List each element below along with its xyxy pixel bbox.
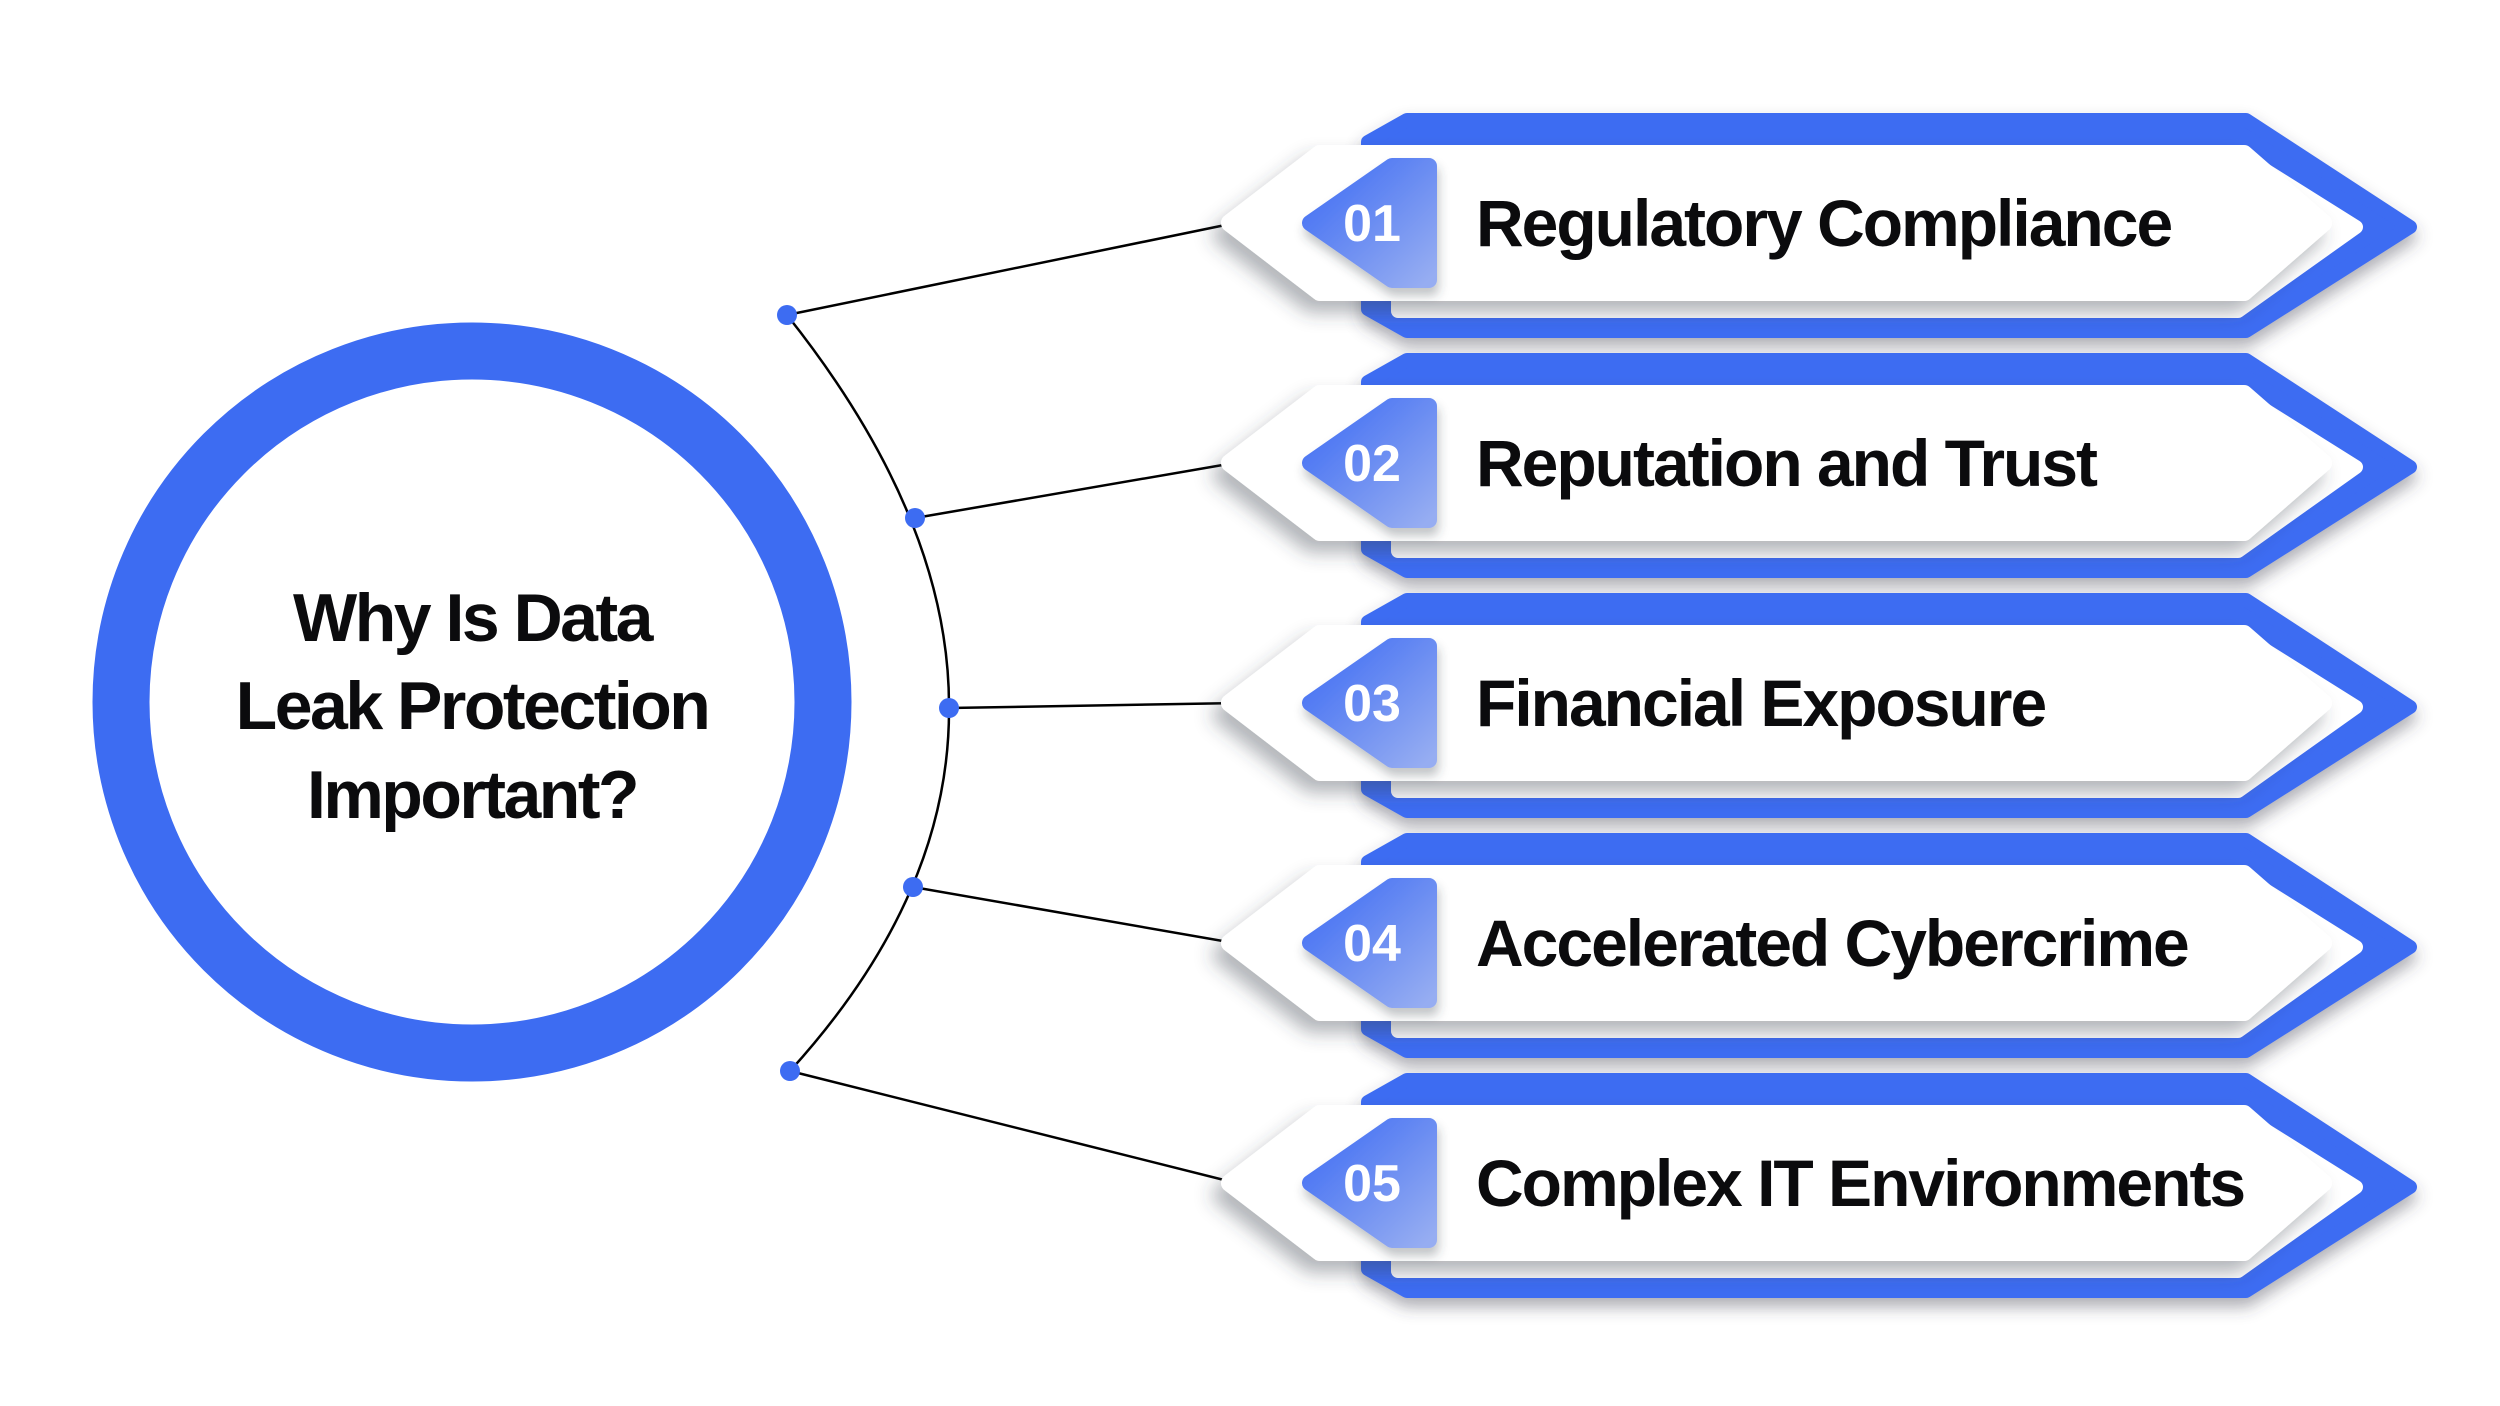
banner-number: 02 (1343, 435, 1401, 493)
banner-label: Regulatory Compliance (1476, 186, 2171, 260)
connector-line-1 (786, 220, 1241, 317)
banner-item-4: 04 Accelerated Cybercrime (1230, 840, 2410, 1051)
banner-label: Complex IT Environments (1476, 1146, 2244, 1220)
central-topic-ring (92, 322, 852, 1082)
banner-number: 05 (1343, 1155, 1401, 1213)
banner-label: Reputation and Trust (1476, 426, 2098, 500)
central-topic: Why Is Data Leak Protection Important? (92, 322, 852, 1082)
connector-line-5 (789, 1069, 1241, 1186)
connector-line-3 (948, 701, 1241, 710)
banner-number: 03 (1343, 675, 1401, 733)
banner-item-5: 05 Complex IT Environments (1230, 1080, 2410, 1291)
connector-line-2 (914, 460, 1241, 520)
connector-dots (777, 305, 959, 1081)
connector-dot-3 (939, 698, 959, 718)
connector-line-4 (912, 885, 1241, 946)
banner-label: Financial Exposure (1476, 666, 2045, 740)
connector-dot-4 (903, 877, 923, 897)
banner-label: Accelerated Cybercrime (1476, 906, 2188, 980)
banner-item-2: 02 Reputation and Trust (1230, 360, 2410, 571)
connector-dot-1 (777, 305, 797, 325)
banner-item-3: 03 Financial Exposure (1230, 600, 2410, 811)
central-title-line-3: Important? (307, 757, 637, 833)
banner-number: 01 (1343, 195, 1401, 253)
central-title-line-1: Why Is Data (293, 580, 655, 656)
banner-number: 04 (1343, 915, 1401, 973)
connector-dot-2 (905, 508, 925, 528)
connectors (786, 220, 1241, 1186)
connector-dot-5 (780, 1061, 800, 1081)
central-title-line-2: Leak Protection (236, 668, 709, 744)
banner-item-1: 01 Regulatory Compliance (1230, 120, 2410, 331)
